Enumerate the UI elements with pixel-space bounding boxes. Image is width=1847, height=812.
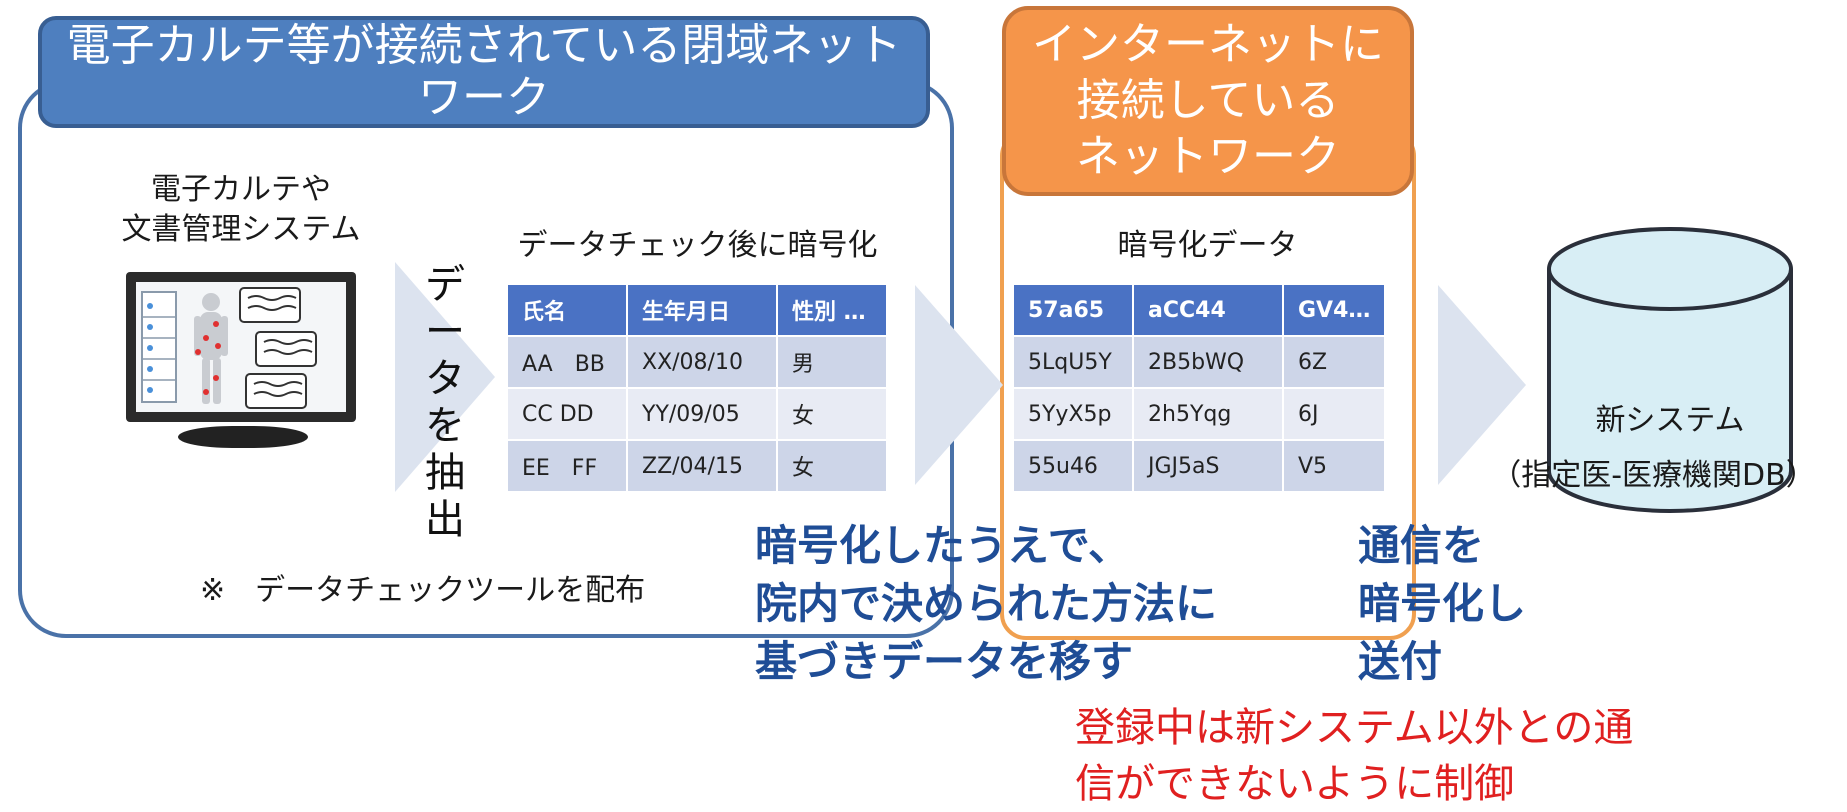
restriction-line1: 登録中は新システム以外との通 <box>1075 705 1634 751</box>
data-check-tool-note: ※ データチェックツールを配布 <box>200 573 646 608</box>
table-cell: EE FF <box>506 439 628 493</box>
table-cell: 5YyX5p <box>1012 387 1134 441</box>
source-system-line1: 電子カルテや <box>151 172 331 207</box>
table-row: EE FF ZZ/04/15 女 <box>506 439 888 493</box>
internet-network-title-line2: 接続している <box>1076 75 1340 126</box>
table-cell: V5 <box>1281 439 1387 493</box>
extract-char: ー <box>425 309 465 355</box>
table-header-cell: aCC44 <box>1132 283 1284 337</box>
table-cell: 55u46 <box>1012 439 1134 493</box>
table-cell: 女 <box>776 387 888 441</box>
restriction-note: 登録中は新システム以外との通 信ができないように制御 <box>1075 700 1633 812</box>
extract-char: 抽 <box>425 450 465 496</box>
send-line1: 通信を <box>1358 521 1485 570</box>
transfer-instruction-text: 暗号化したうえで、 院内で決められた方法に 基づきデータを移す <box>755 517 1217 691</box>
plain-table-caption: データチェック後に暗号化 <box>517 228 878 263</box>
transfer-line1: 暗号化したうえで、 <box>755 521 1131 570</box>
extract-char: を <box>425 403 465 449</box>
table-cell: CC DD <box>506 387 628 441</box>
table-row: CC DD YY/09/05 女 <box>506 387 888 441</box>
table-header-cell: 57a65 <box>1012 283 1134 337</box>
table-cell: 女 <box>776 439 888 493</box>
table-header-cell: 氏名 <box>506 283 628 337</box>
closed-network-title-line1: 電子カルテ等が接続されている閉域ネット <box>66 20 902 71</box>
right-arrow-icon <box>915 285 1003 485</box>
table-header-cell: GV4… <box>1281 283 1387 337</box>
plain-data-table: 氏名 生年月日 性別 … AA BB XX/08/10 男 CC DD YY/0… <box>506 283 888 493</box>
right-arrow-icon <box>395 262 495 492</box>
table-cell: 6Z <box>1281 335 1387 389</box>
extract-char: 出 <box>425 497 465 543</box>
table-cell: ZZ/04/15 <box>626 439 778 493</box>
database-cylinder-icon <box>1547 227 1793 513</box>
table-row: 5LqU5Y 2B5bWQ 6Z <box>1012 335 1387 389</box>
source-system-line2: 文書管理システム <box>121 212 361 247</box>
table-header-row: 57a65 aCC44 GV4… <box>1012 283 1387 337</box>
send-line3: 送付 <box>1358 637 1443 686</box>
table-cell: 5LqU5Y <box>1012 335 1134 389</box>
closed-network-title-line2: ワーク <box>418 72 550 123</box>
new-system-sublabel: （指定医-医療機関DB） <box>1491 458 1816 493</box>
table-cell: 2B5bWQ <box>1132 335 1284 389</box>
new-system-label: 新システム <box>1595 403 1745 438</box>
source-system-label: 電子カルテや 文書管理システム <box>96 170 386 250</box>
table-header-row: 氏名 生年月日 性別 … <box>506 283 888 337</box>
table-row: 5YyX5p 2h5Yqg 6J <box>1012 387 1387 441</box>
table-cell: 男 <box>776 335 888 389</box>
table-cell: AA BB <box>506 335 628 389</box>
table-row: 55u46 JGJ5aS V5 <box>1012 439 1387 493</box>
extract-char: タ <box>425 356 465 402</box>
medical-record-illustration <box>141 287 317 409</box>
right-arrow-icon <box>1438 285 1526 485</box>
restriction-line2: 信ができないように制御 <box>1075 761 1515 807</box>
table-header-cell: 性別 … <box>776 283 888 337</box>
table-cell: YY/09/05 <box>626 387 778 441</box>
monitor-stand <box>178 426 308 448</box>
encrypted-data-table: 57a65 aCC44 GV4… 5LqU5Y 2B5bWQ 6Z 5YyX5p… <box>1012 283 1387 493</box>
internet-network-title-line1: インターネットに <box>1032 19 1384 70</box>
encrypted-table-caption: 暗号化データ <box>1117 228 1298 263</box>
table-cell: XX/08/10 <box>626 335 778 389</box>
monitor-screen <box>136 282 346 412</box>
table-header-cell: 生年月日 <box>626 283 778 337</box>
extract-char: デ <box>425 262 465 308</box>
table-row: AA BB XX/08/10 男 <box>506 335 888 389</box>
internet-network-title: インターネットに 接続している ネットワーク <box>1002 6 1414 196</box>
closed-network-title: 電子カルテ等が接続されている閉域ネットワーク <box>38 16 930 128</box>
table-cell: 6J <box>1281 387 1387 441</box>
internet-network-title-line3: ネットワーク <box>1076 131 1340 182</box>
table-cell: 2h5Yqg <box>1132 387 1284 441</box>
table-cell: JGJ5aS <box>1132 439 1284 493</box>
extract-data-vertical-label: デ ー タ を 抽 出 <box>420 262 470 544</box>
transfer-line3: 基づきデータを移す <box>755 637 1134 686</box>
send-line2: 暗号化し <box>1358 579 1527 628</box>
encrypted-send-text: 通信を 暗号化し 送付 <box>1358 517 1526 691</box>
transfer-line2: 院内で決められた方法に <box>755 579 1218 628</box>
